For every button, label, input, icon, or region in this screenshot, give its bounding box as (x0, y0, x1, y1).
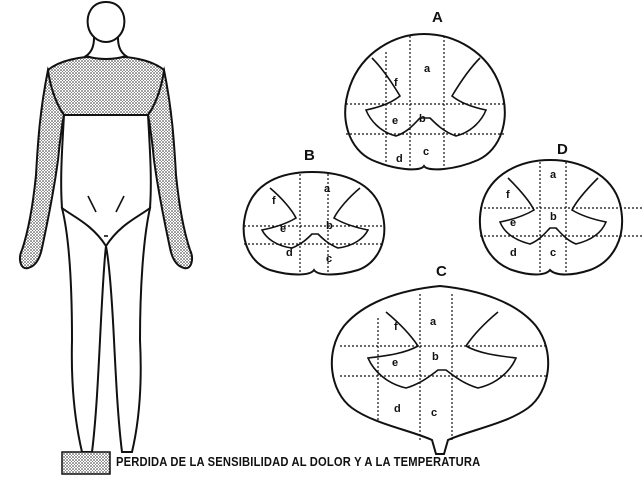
section-D-label-a: a (550, 169, 557, 181)
section-A-label-f: f (394, 77, 398, 89)
section-D-label-f: f (506, 189, 510, 201)
section-D-label-e: e (510, 217, 516, 229)
section-B-label-c: c (326, 253, 332, 265)
section-A-label-d: d (396, 153, 403, 165)
spinal-section-B: B a b c d e f (244, 147, 385, 275)
legend-caption: PERDIDA DE LA SENSIBILIDAD AL DOLOR Y A … (116, 454, 480, 469)
section-C-label-b: b (432, 351, 439, 363)
section-A-label-e: e (392, 115, 398, 127)
section-B-label-a: a (324, 183, 331, 195)
section-C-label-f: f (394, 321, 398, 333)
section-B-title: B (304, 147, 315, 164)
spinal-section-C: C a b c d e f (332, 263, 548, 454)
section-C-label-e: e (392, 357, 398, 369)
section-B-outline (244, 172, 385, 275)
section-A-label-a: a (424, 63, 431, 75)
section-D-label-c: c (550, 247, 556, 259)
section-A-label-b: b (419, 113, 426, 125)
legend-swatch (62, 452, 110, 474)
section-C-label-a: a (430, 316, 437, 328)
shoulder-band-shaded (48, 56, 164, 115)
section-D-title: D (557, 141, 568, 158)
body-figure (20, 2, 192, 452)
spinal-section-A: A a b c d e f (345, 9, 506, 169)
section-C-title: C (436, 263, 447, 280)
head (88, 2, 125, 42)
section-C-label-c: c (431, 407, 437, 419)
section-D-label-d: d (510, 247, 517, 259)
section-D-label-b: b (550, 211, 557, 223)
section-B-label-f: f (272, 195, 276, 207)
spinal-section-D: D a b c d e f (480, 141, 642, 275)
section-A-title: A (432, 9, 443, 26)
section-B-label-e: e (280, 223, 286, 235)
section-A-label-c: c (423, 146, 429, 158)
section-B-label-d: d (286, 247, 293, 259)
section-B-label-b: b (326, 220, 333, 232)
section-C-label-d: d (394, 403, 401, 415)
